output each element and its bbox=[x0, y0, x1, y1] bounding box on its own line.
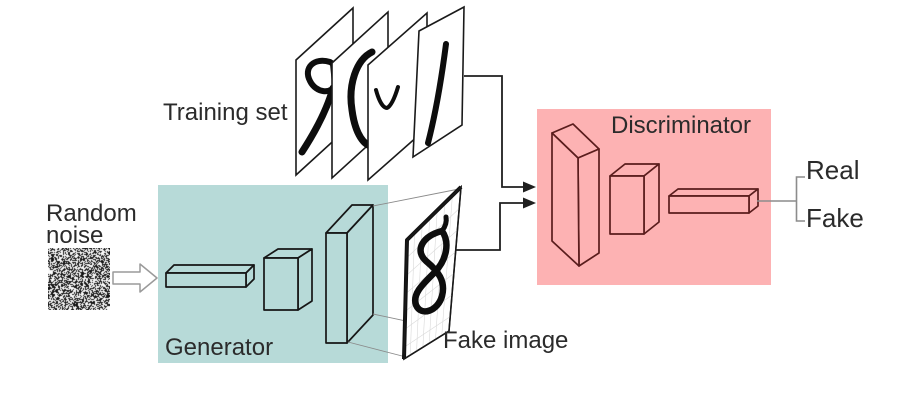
generator-layers bbox=[165, 204, 374, 344]
generator-layer-cuboid bbox=[263, 248, 313, 311]
flow-lines bbox=[456, 75, 536, 251]
fake-data-arrow-icon bbox=[523, 197, 536, 209]
discriminator-output: Real Fake bbox=[757, 155, 864, 233]
generator-label: Generator bbox=[165, 334, 273, 361]
training-set-label: Training set bbox=[163, 99, 288, 126]
training-digit-v bbox=[374, 85, 400, 110]
fake-image-digit-8 bbox=[411, 214, 450, 315]
training-digit-1 bbox=[425, 41, 449, 146]
discriminator-layer-cuboid bbox=[609, 163, 660, 235]
discriminator-label: Discriminator bbox=[611, 112, 751, 139]
noise-to-generator-arrow-icon bbox=[112, 263, 158, 293]
fake-image-outline bbox=[403, 185, 462, 361]
fake-image-card: Fake image bbox=[402, 184, 568, 361]
fake-image-label: Fake image bbox=[443, 327, 568, 354]
generator-layer-slab bbox=[325, 204, 374, 344]
output-real-label: Real bbox=[806, 155, 859, 185]
fake-data-flow-line bbox=[456, 202, 523, 251]
generator-layer-bar bbox=[165, 264, 255, 288]
real-data-arrow-icon bbox=[523, 181, 536, 193]
random-noise: Random noise bbox=[46, 200, 158, 293]
discriminator-layer-slab bbox=[551, 123, 600, 267]
random-noise-label-line2: noise bbox=[46, 222, 103, 249]
discriminator-layer-bar bbox=[668, 188, 759, 214]
training-set-cards bbox=[295, 5, 465, 182]
random-noise-label-line1: Random bbox=[46, 200, 137, 227]
output-bracket bbox=[795, 176, 805, 222]
discriminator-layers bbox=[551, 123, 759, 267]
random-noise-image bbox=[48, 248, 110, 310]
real-data-flow-line bbox=[464, 75, 523, 188]
output-fake-label: Fake bbox=[806, 203, 864, 233]
